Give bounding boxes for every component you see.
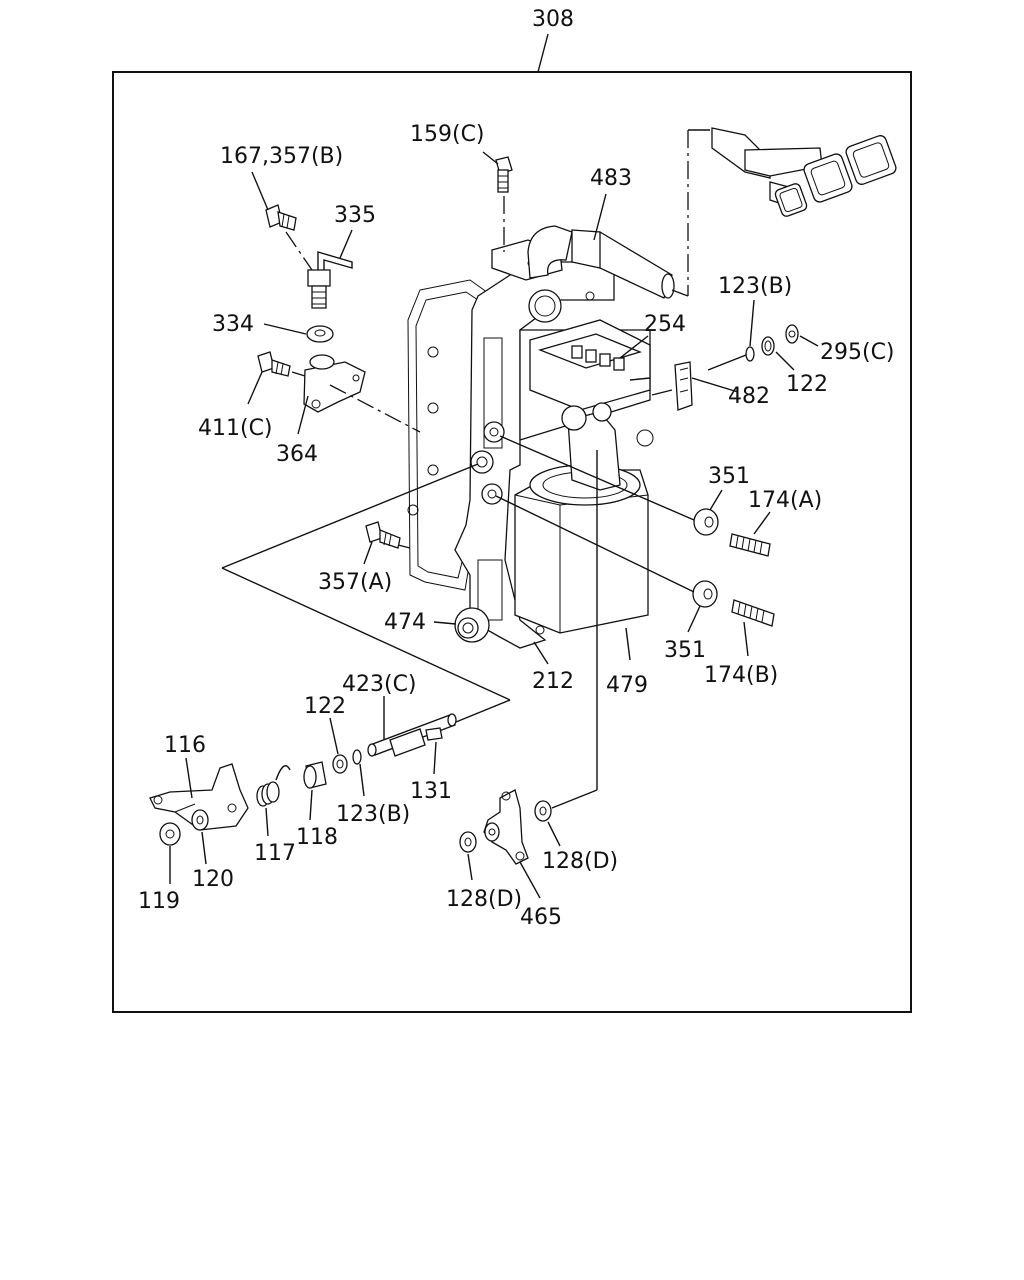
label-212: 212	[532, 669, 574, 694]
nut-351-top	[693, 508, 719, 536]
label-128d-left: 128(D)	[446, 887, 522, 912]
label-122-bottom: 122	[304, 694, 346, 719]
spring-117	[256, 765, 291, 807]
label-483: 483	[590, 166, 632, 191]
label-131: 131	[410, 779, 452, 804]
sensor-335	[307, 251, 353, 309]
label-479: 479	[606, 673, 648, 698]
ring-123b-bottom	[352, 749, 362, 765]
label-254: 254	[644, 312, 686, 337]
lever-465	[483, 789, 529, 865]
clip-482	[674, 361, 693, 411]
part-labels: 159(C) 167,357(B) 335 483 123(B) 334 254…	[138, 122, 895, 930]
label-482: 482	[728, 384, 770, 409]
group-leader	[537, 33, 549, 73]
bolt-159c	[495, 156, 513, 193]
label-116: 116	[164, 733, 206, 758]
label-122-top: 122	[786, 372, 828, 397]
label-295c: 295(C)	[820, 340, 895, 365]
nut-119	[159, 822, 181, 846]
label-411c: 411(C)	[198, 416, 273, 441]
bracket-364	[303, 354, 366, 413]
label-351-top: 351	[708, 464, 750, 489]
label-120: 120	[192, 867, 234, 892]
label-174a: 174(A)	[748, 488, 822, 513]
pin-131	[425, 727, 443, 741]
label-423c: 423(C)	[342, 672, 417, 697]
shaft-423c	[367, 713, 457, 757]
label-364: 364	[276, 442, 318, 467]
label-174b: 174(B)	[704, 663, 778, 688]
label-357a: 357(A)	[318, 570, 392, 595]
label-167-357b: 167,357(B)	[220, 144, 343, 169]
label-335: 335	[334, 203, 376, 228]
label-123b-bottom: 123(B)	[336, 802, 410, 827]
assembly-lines	[221, 129, 747, 809]
label-118: 118	[296, 825, 338, 850]
lever-116	[149, 763, 249, 831]
washer-128d-right	[534, 800, 552, 822]
bolt-357a	[365, 521, 401, 549]
diagram-frame	[112, 71, 912, 1013]
harness-483	[527, 225, 675, 299]
label-474: 474	[384, 610, 426, 635]
solenoid-479	[514, 464, 649, 634]
bolt-167	[265, 204, 297, 231]
stud-174a	[729, 533, 771, 557]
harness-connectors	[711, 127, 897, 217]
washer-122-bottom	[332, 754, 348, 774]
bushing-118	[303, 761, 327, 789]
label-334: 334	[212, 312, 254, 337]
label-117: 117	[254, 841, 296, 866]
group-label: 308	[532, 7, 574, 32]
label-159c: 159(C)	[410, 122, 485, 147]
plug-474	[454, 607, 490, 643]
stud-174b	[731, 599, 775, 627]
bolt-411c	[257, 351, 291, 377]
nut-334	[306, 325, 334, 343]
leader-lines	[169, 151, 819, 899]
label-119: 119	[138, 889, 180, 914]
label-123b-top: 123(B)	[718, 274, 792, 299]
washer-120	[191, 809, 209, 831]
label-465: 465	[520, 905, 562, 930]
label-351-bottom: 351	[664, 638, 706, 663]
washers-top-right	[745, 324, 799, 362]
washer-128d-left	[459, 831, 477, 853]
nut-351-bottom	[692, 580, 718, 608]
label-128d-right: 128(D)	[542, 849, 618, 874]
